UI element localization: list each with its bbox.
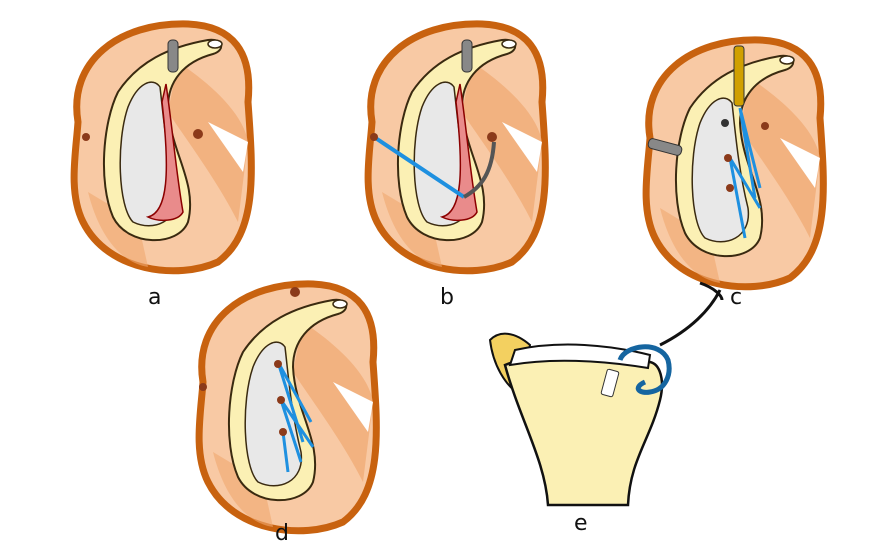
panel-label-d: d (275, 521, 289, 546)
panel-b: b (368, 24, 545, 310)
panel-label-e: e (574, 511, 588, 536)
panel-a: a (74, 24, 251, 310)
panel-c: c (646, 40, 823, 310)
panel-label-c: c (730, 285, 742, 310)
anchor-icon (600, 368, 620, 398)
sutures (276, 361, 315, 473)
anchor-mark (274, 360, 282, 368)
anchor-mark (761, 122, 769, 130)
sutures (728, 107, 762, 239)
anchor-mark (199, 383, 207, 391)
labrum (145, 83, 184, 222)
anchor-mark (193, 129, 203, 139)
anchor-mark (724, 154, 732, 162)
anchor-mark (277, 396, 285, 404)
suture-passer (463, 141, 496, 199)
cannula-icon (733, 45, 745, 107)
panel-label-a: a (148, 285, 161, 310)
panel-d: d (199, 284, 376, 546)
anchor-mark (290, 287, 300, 297)
anchor-mark (721, 119, 729, 127)
arthroscope-icon (167, 39, 179, 73)
anchor-mark (82, 133, 90, 141)
anchor-mark (487, 132, 497, 142)
glenoid-bone (503, 353, 664, 507)
arthroscope-icon (647, 138, 683, 156)
panel-label-b: b (440, 285, 454, 310)
anchor-mark (370, 133, 378, 141)
anchor-mark (726, 184, 734, 192)
anchor-mark (279, 428, 287, 436)
suture (372, 135, 466, 199)
labrum (439, 83, 478, 222)
suture-loop (617, 344, 672, 395)
arthroscope-icon (461, 39, 473, 73)
panel-e: e (488, 289, 722, 536)
